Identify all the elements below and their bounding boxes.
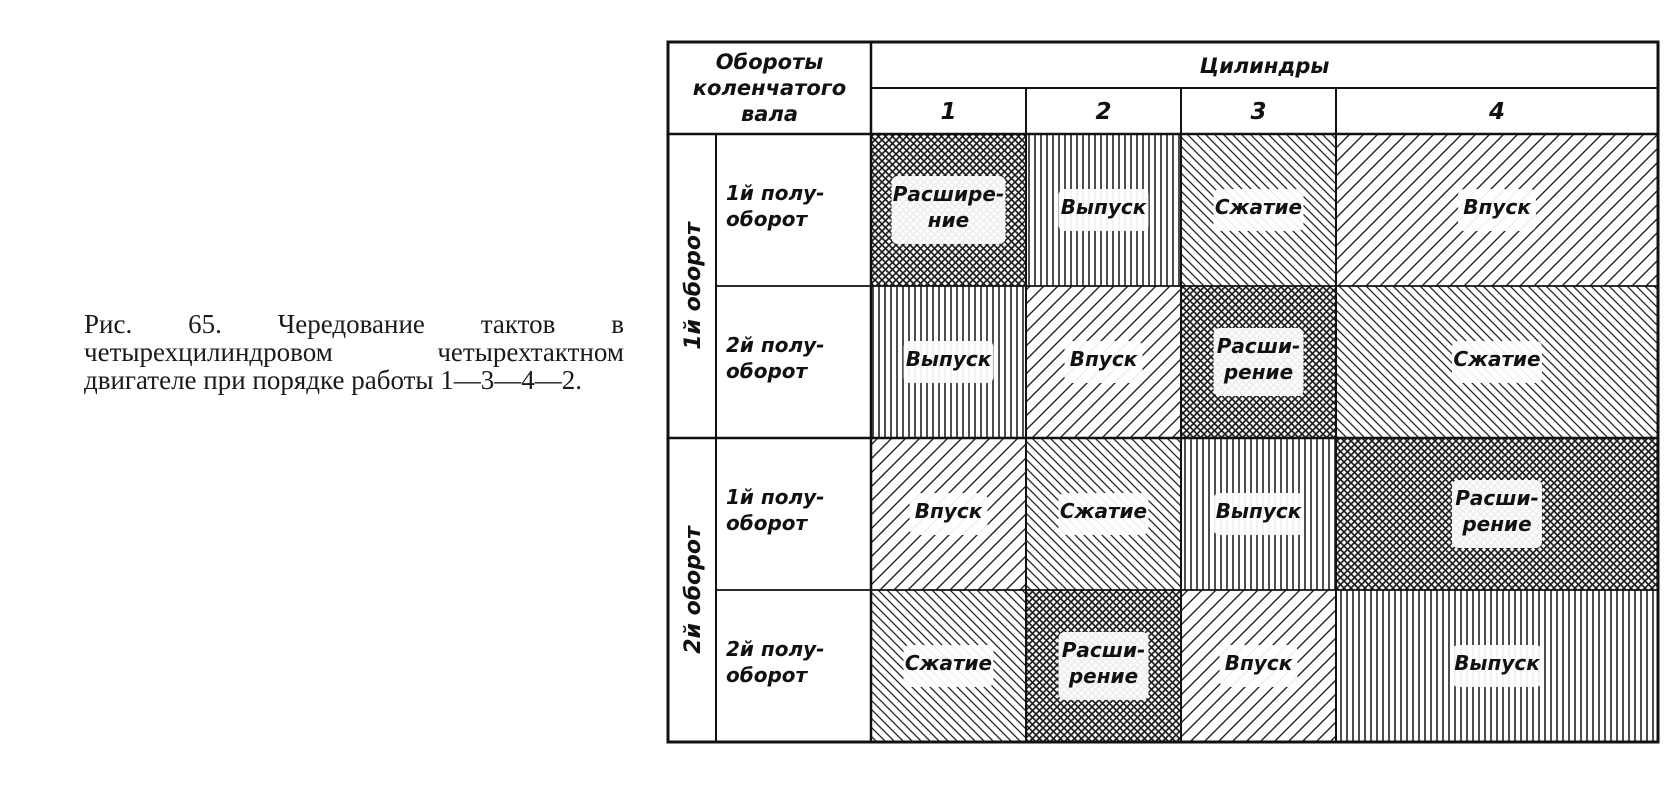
crankshaft-header-line: вала xyxy=(741,102,798,126)
stroke-label-intake-line: Впуск xyxy=(1225,651,1293,675)
half-revolution-label-line: 1й полу- xyxy=(726,485,824,509)
stroke-label-intake: Впуск xyxy=(1225,651,1293,675)
half-revolution-label-line: 2й полу- xyxy=(726,637,824,661)
stroke-label-expansion-line: Расши- xyxy=(1217,334,1301,358)
stroke-label-compression: Сжатие xyxy=(1060,499,1147,523)
stroke-label-intake: Впуск xyxy=(1463,195,1531,219)
stroke-label-intake-line: Впуск xyxy=(1463,195,1531,219)
stroke-label-intake: Впуск xyxy=(1070,347,1138,371)
stroke-label-expansion-line: рение xyxy=(1461,512,1531,536)
crankshaft-header-line: Обороты xyxy=(716,50,824,74)
half-revolution-label-line: 1й полу- xyxy=(726,181,824,205)
stroke-label-exhaust: Выпуск xyxy=(1216,499,1302,523)
stroke-label-expansion-line: Расши- xyxy=(1455,486,1539,510)
stroke-label-intake: Впуск xyxy=(915,499,983,523)
stroke-label-backdrop xyxy=(1213,493,1304,535)
cylinders-header: Цилиндры xyxy=(1200,54,1330,78)
stroke-label-backdrop xyxy=(1058,493,1149,535)
revolution-label-1: 1й оборот xyxy=(681,221,706,350)
stroke-label-backdrop xyxy=(1219,645,1298,687)
half-revolution-label: 1й полу-оборот xyxy=(726,485,824,535)
half-revolution-label: 1й полу-оборот xyxy=(726,181,824,231)
stroke-label-compression: Сжатие xyxy=(1453,347,1540,371)
stroke-label-compression-line: Сжатие xyxy=(1215,195,1302,219)
stroke-label-backdrop xyxy=(891,176,1006,244)
stroke-label-backdrop xyxy=(1064,341,1143,383)
stroke-label-intake-line: Впуск xyxy=(1070,347,1138,371)
stroke-label-exhaust-line: Выпуск xyxy=(1454,651,1540,675)
cylinder-number-4: 4 xyxy=(1488,99,1505,125)
stroke-label-exhaust-line: Выпуск xyxy=(1061,195,1147,219)
stroke-label-expansion: Расши-рение xyxy=(1062,638,1146,688)
crankshaft-header-line: коленчатого xyxy=(693,76,846,100)
stroke-label-exhaust: Выпуск xyxy=(906,347,992,371)
stroke-label-backdrop xyxy=(1058,189,1149,231)
stroke-label-exhaust: Выпуск xyxy=(1454,651,1540,675)
half-revolution-label-line: оборот xyxy=(726,359,809,383)
stroke-label-backdrop xyxy=(1458,189,1536,231)
half-revolution-label: 2й полу-оборот xyxy=(726,637,824,687)
stroke-label-compression: Сжатие xyxy=(1215,195,1302,219)
revolution-label-2: 2й оборот xyxy=(681,525,706,654)
stroke-label-backdrop xyxy=(1452,645,1542,687)
half-revolution-label: 2й полу-оборот xyxy=(726,333,824,383)
stroke-label-expansion-line: Расши- xyxy=(1062,638,1146,662)
stroke-label-compression-line: Сжатие xyxy=(1060,499,1147,523)
stroke-label-backdrop xyxy=(1452,341,1542,383)
half-revolution-label-line: оборот xyxy=(726,663,809,687)
stroke-label-expansion: Расши-рение xyxy=(1455,486,1539,536)
cylinder-number-2: 2 xyxy=(1095,99,1111,125)
stroke-label-expansion-line: рение xyxy=(1068,664,1138,688)
stroke-label-compression: Сжатие xyxy=(905,651,992,675)
stroke-label-expansion-line: Расшире- xyxy=(893,182,1004,206)
figure-caption: Рис. 65. Чередование тактов в четырехцил… xyxy=(84,309,624,395)
stroke-label-expansion: Расши-рение xyxy=(1217,334,1301,384)
stroke-label-backdrop xyxy=(1058,632,1149,700)
stroke-label-exhaust-line: Выпуск xyxy=(906,347,992,371)
stroke-label-backdrop xyxy=(909,493,988,535)
stroke-label-expansion-line: рение xyxy=(1223,360,1293,384)
half-revolution-label-line: оборот xyxy=(726,207,809,231)
stroke-label-backdrop xyxy=(1213,328,1304,396)
stroke-label-backdrop xyxy=(1213,189,1304,231)
stroke-label-exhaust-line: Выпуск xyxy=(1216,499,1302,523)
stroke-label-expansion-line: ние xyxy=(928,208,969,232)
half-revolution-label-line: 2й полу- xyxy=(726,333,824,357)
stroke-label-expansion: Расшире-ние xyxy=(893,182,1004,232)
stroke-label-compression-line: Сжатие xyxy=(1453,347,1540,371)
stroke-label-intake-line: Впуск xyxy=(915,499,983,523)
cylinder-number-1: 1 xyxy=(940,99,956,125)
stroke-label-backdrop xyxy=(903,645,994,687)
table-frame xyxy=(666,40,1660,744)
stroke-label-exhaust: Выпуск xyxy=(1061,195,1147,219)
cylinder-number-3: 3 xyxy=(1250,99,1266,125)
stroke-label-compression-line: Сжатие xyxy=(905,651,992,675)
stroke-label-backdrop xyxy=(1452,480,1542,548)
stroke-label-backdrop xyxy=(903,341,994,383)
half-revolution-label-line: оборот xyxy=(726,511,809,535)
